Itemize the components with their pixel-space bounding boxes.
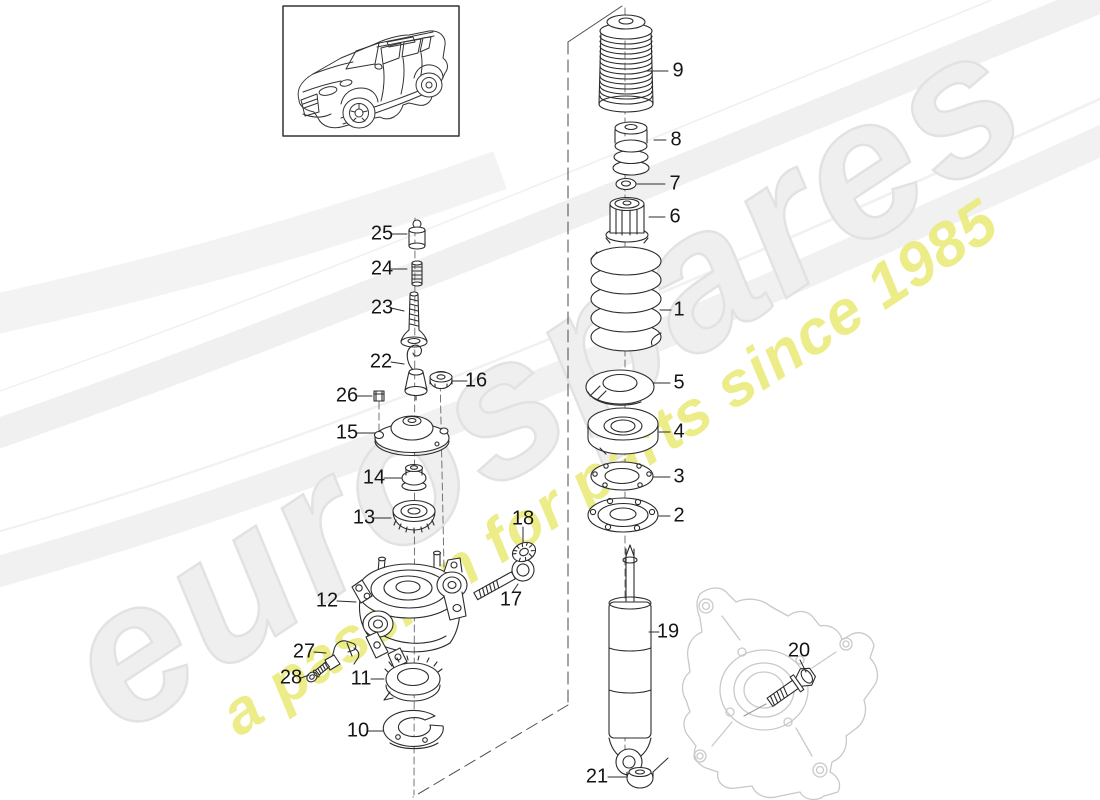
part-10-lower-spring-seat	[382, 709, 444, 750]
part-label-15: 15	[335, 421, 359, 444]
part-label-1: 1	[673, 298, 685, 321]
part-6-spacer-sleeve	[605, 196, 649, 244]
vehicle-line-drawing	[297, 30, 448, 129]
part-label-18: 18	[511, 507, 535, 530]
part-label-9: 9	[672, 59, 684, 82]
part-label-5: 5	[673, 371, 685, 394]
part-1-coil-spring	[590, 246, 662, 352]
part-23-screw	[400, 291, 428, 348]
part-8-bump-stop	[612, 121, 650, 176]
part-label-17: 17	[499, 588, 523, 611]
part-22-hook	[404, 344, 428, 401]
part-label-28: 28	[279, 666, 303, 689]
part-3-perforated-plate	[590, 461, 654, 491]
leader-lines	[300, 70, 807, 778]
vehicle-inset	[282, 5, 460, 137]
part-14-bushing	[401, 463, 427, 492]
part-label-24: 24	[370, 257, 394, 280]
part-2-flange-plate	[587, 497, 659, 533]
part-label-16: 16	[464, 369, 488, 392]
part-label-7: 7	[669, 172, 681, 195]
part-17-bolt	[473, 558, 535, 601]
part-9-dust-bellows	[598, 14, 654, 113]
part-label-6: 6	[669, 205, 681, 228]
part-label-3: 3	[673, 465, 685, 488]
part-25-cap	[408, 219, 426, 250]
part-label-2: 2	[673, 504, 685, 527]
part-28-screw	[306, 661, 330, 683]
part-21-nut	[626, 766, 654, 789]
part-label-25: 25	[370, 222, 394, 245]
part-11-seal-ring	[383, 655, 443, 702]
part-19-shock-absorber	[608, 544, 652, 776]
part-label-14: 14	[362, 466, 386, 489]
part-label-10: 10	[346, 719, 370, 742]
part-label-11: 11	[350, 667, 372, 690]
part-12-support-housing	[351, 550, 468, 669]
part-4-spring-support-ring	[587, 407, 659, 455]
plane-border	[412, 5, 623, 798]
bolt-axis-line	[743, 703, 767, 717]
part-13-bearing	[392, 499, 436, 534]
part-label-22: 22	[369, 350, 393, 373]
part-label-27: 27	[292, 640, 316, 663]
part-label-13: 13	[352, 506, 376, 529]
part-5-upper-spring-seat	[585, 369, 655, 406]
part-label-26: 26	[335, 384, 359, 407]
part-label-21: 21	[585, 765, 609, 788]
part-label-23: 23	[370, 296, 394, 319]
part-27-retaining-clip	[324, 640, 360, 671]
part-24-stud	[411, 260, 423, 287]
part-label-4: 4	[673, 420, 685, 443]
part-label-12: 12	[315, 589, 339, 612]
part-26-square-nut	[373, 390, 385, 402]
part-label-19: 19	[656, 620, 680, 643]
part-7-washer	[615, 177, 637, 191]
part-16-nut	[429, 370, 453, 390]
part-20-bolt	[766, 667, 816, 707]
part-15-strut-mount	[373, 415, 450, 457]
part-label-20: 20	[787, 639, 811, 662]
part-18-washer	[511, 541, 537, 563]
part-label-8: 8	[670, 128, 682, 151]
